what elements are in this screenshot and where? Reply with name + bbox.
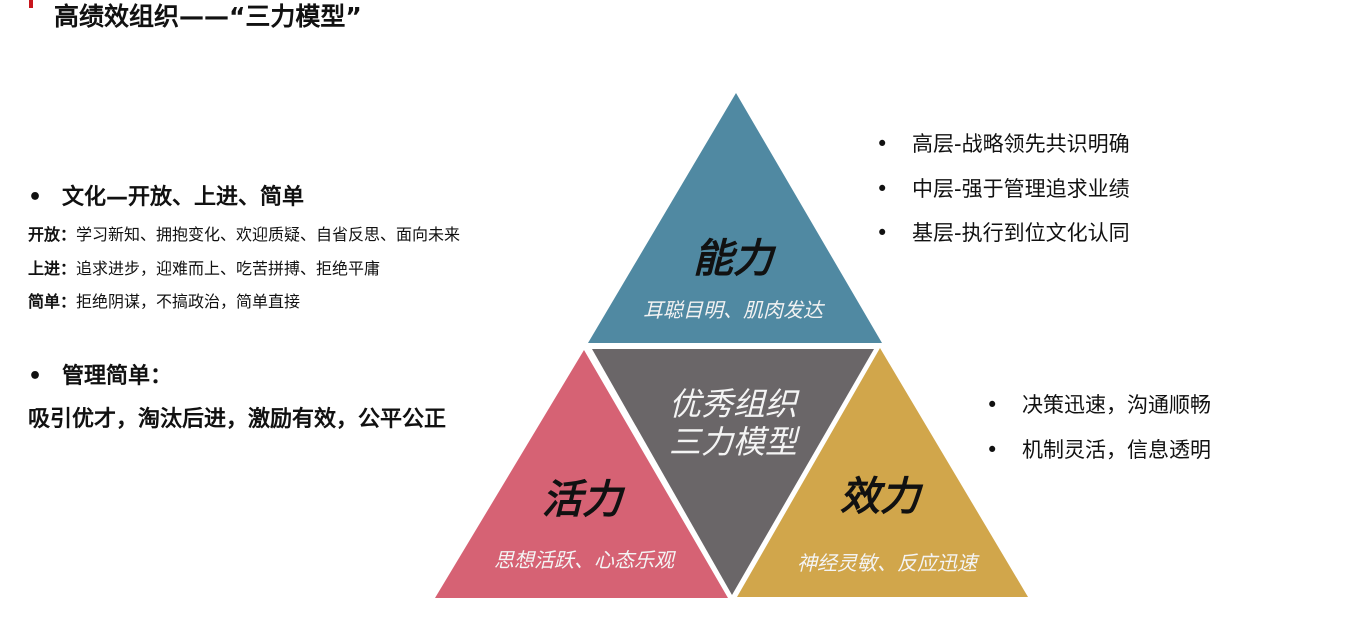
bullet-icon: • [876,177,889,201]
center-label-line2: 三力模型 [669,423,801,461]
capability-subtitle: 耳聪目明、肌肉发达 [643,298,826,322]
title-accent-bar [29,0,33,8]
culture-heading: •文化—开放、上进、简单 [28,185,305,210]
center-inverted-triangle [592,349,874,595]
bullet-icon: • [986,438,999,462]
capability-title: 能力 [693,235,777,282]
management-text: 吸引优才，淘汰后进，激励有效，公平公正 [28,407,447,432]
culture-item-simple: 简单：拒绝阴谋，不搞政治，简单直接 [28,292,301,311]
level-item-top: •高层-战略领先共识明确 [876,132,1130,156]
center-label-line1: 优秀组织 [669,385,800,423]
bullet-icon: • [28,364,43,389]
efficiency-item-decision: •决策迅速，沟通顺畅 [986,393,1211,417]
culture-item-open: 开放：学习新知、拥抱变化、欢迎质疑、自省反思、面向未来 [28,225,461,244]
bullet-icon: • [876,221,889,245]
vitality-triangle [435,350,728,598]
level-item-middle: •中层-强于管理追求业绩 [876,177,1130,201]
capability-triangle [588,93,882,343]
effectiveness-subtitle: 神经灵敏、反应迅速 [797,551,980,575]
page-title: 高绩效组织——“三力模型” [54,2,362,31]
bullet-icon: • [876,132,889,156]
vitality-subtitle: 思想活跃、心态乐观 [494,548,676,572]
efficiency-item-mechanism: •机制灵活，信息透明 [986,438,1211,462]
level-item-base: •基层-执行到位文化认同 [876,221,1130,245]
culture-item-progress: 上进：追求进步，迎难而上、吃苦拼搏、拒绝平庸 [28,259,381,278]
bullet-icon: • [986,393,999,417]
effectiveness-triangle [737,348,1028,597]
bullet-icon: • [28,185,43,210]
effectiveness-title: 效力 [840,473,924,520]
vitality-title: 活力 [542,476,626,523]
management-heading: •管理简单： [28,364,173,389]
